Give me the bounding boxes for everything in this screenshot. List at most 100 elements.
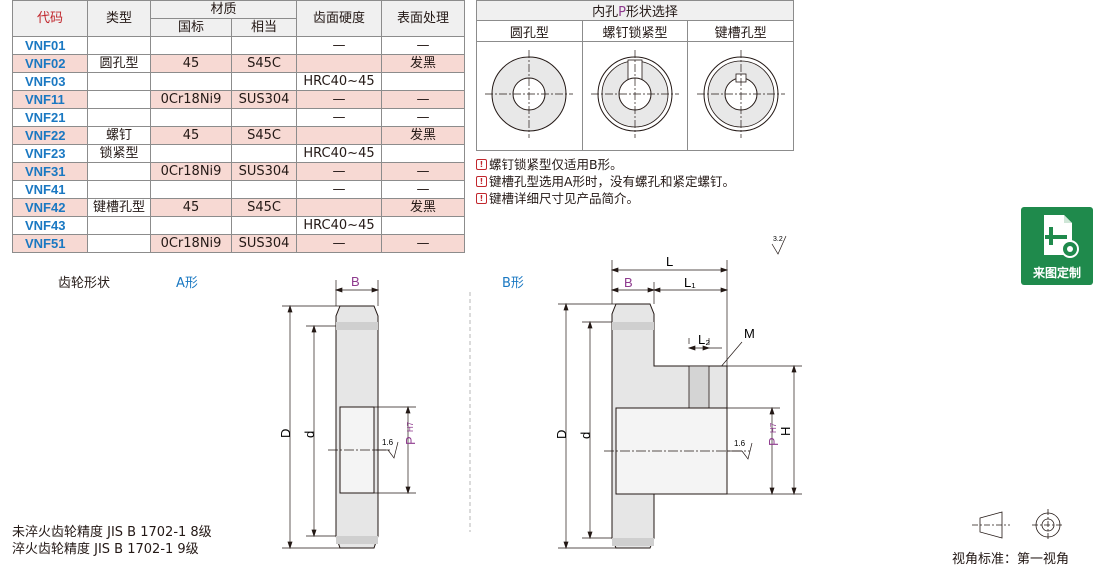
product-code: VNF42	[12, 198, 88, 217]
hole-shape-table: 内孔P形状选择 圆孔型 螺钉锁紧型 键槽孔型	[476, 0, 794, 151]
custom-drawing-button[interactable]: 来图定制	[1021, 207, 1093, 285]
material-equivalent	[231, 180, 297, 199]
header-code: 代码	[12, 0, 88, 37]
dim-b-b: B	[624, 275, 633, 290]
material-national: 0Cr18Ni9	[150, 162, 232, 181]
material-equivalent	[231, 144, 297, 163]
keyway-hole-drawing	[687, 41, 794, 151]
hole-shape-title: 内孔P形状选择	[476, 0, 794, 21]
material-national	[150, 216, 232, 235]
notes-list: !螺钉锁紧型仅适用B形。 !键槽孔型选用A形时，没有螺孔和紧定螺钉。 !键槽详细…	[476, 156, 735, 207]
shape-col-round: 圆孔型	[476, 20, 583, 42]
hardness-cell: HRC40~45	[296, 144, 382, 163]
form-a-drawing: B D d P H7 1.6	[278, 274, 418, 550]
product-code: VNF03	[12, 72, 88, 91]
product-code: VNF43	[12, 216, 88, 235]
hardness-cell: —	[296, 234, 382, 253]
dim-b-a: B	[351, 274, 360, 289]
surface-cell	[381, 72, 465, 91]
note-text: 键槽详细尺寸见产品简介。	[489, 191, 640, 206]
surface-cell: —	[381, 162, 465, 181]
hardness-cell: HRC40~45	[296, 216, 382, 235]
table-row: VNF21——	[12, 108, 465, 127]
type-cell	[87, 162, 151, 181]
form-a-label: A形	[176, 276, 198, 291]
material-equivalent: SUS304	[231, 90, 297, 109]
surface-cell: —	[381, 108, 465, 127]
note-text: 键槽孔型选用A形时，没有螺孔和紧定螺钉。	[489, 174, 736, 189]
roughness-a: 1.6	[382, 438, 394, 447]
product-code: VNF21	[12, 108, 88, 127]
hardness-cell	[296, 126, 382, 145]
hardness-cell: —	[296, 180, 382, 199]
screw-lock-drawing	[581, 41, 689, 151]
type-cell	[87, 216, 151, 235]
material-equivalent	[231, 216, 297, 235]
warning-icon: !	[476, 176, 487, 187]
product-code: VNF41	[12, 180, 88, 199]
material-national: 0Cr18Ni9	[150, 90, 232, 109]
material-equivalent	[231, 108, 297, 127]
header-national: 国标	[150, 18, 232, 37]
material-equivalent: S45C	[231, 126, 297, 145]
roughness-symbol-icon: 3.2	[771, 235, 787, 255]
type-cell	[87, 108, 151, 127]
type-cell: 螺钉	[87, 126, 151, 145]
header-equivalent: 相当	[231, 18, 297, 37]
surface-cell: —	[381, 180, 465, 199]
dim-h7-b: H7	[769, 422, 778, 433]
surface-cell	[381, 144, 465, 163]
hole-shape-title-post: 形状选择	[625, 5, 678, 20]
footer-notes: 未淬火齿轮精度 JIS B 1702-1 8级 淬火齿轮精度 JIS B 170…	[12, 524, 212, 558]
divider	[469, 292, 471, 532]
material-equivalent: S45C	[231, 198, 297, 217]
material-national	[150, 108, 232, 127]
dim-p-a: P	[403, 436, 418, 445]
warning-icon: !	[476, 159, 487, 170]
product-code: VNF01	[12, 36, 88, 55]
dim-p-b: P	[766, 437, 781, 446]
form-b-drawing: B L L₁ L₂ M D d P H7 H 1.6	[554, 254, 802, 550]
material-national: 45	[150, 54, 232, 73]
material-national: 0Cr18Ni9	[150, 234, 232, 253]
dim-m: M	[744, 326, 755, 341]
header-type: 类型	[87, 0, 151, 37]
type-cell	[87, 72, 151, 91]
first-angle-projection-icon	[972, 509, 1064, 541]
header-surface: 表面处理	[381, 0, 465, 37]
product-code: VNF11	[12, 90, 88, 109]
shape-col-key: 键槽孔型	[687, 20, 794, 42]
surface-cell: 发黑	[381, 198, 465, 217]
hardness-cell: —	[296, 36, 382, 55]
dim-d-large-a: D	[278, 429, 293, 438]
material-national	[150, 180, 232, 199]
dim-l: L	[666, 254, 673, 269]
product-code: VNF23	[12, 144, 88, 163]
product-code: VNF22	[12, 126, 88, 145]
material-national: 45	[150, 198, 232, 217]
hardness-cell	[296, 54, 382, 73]
product-code: VNF02	[12, 54, 88, 73]
gear-shape-label: 齿轮形状	[58, 276, 111, 291]
footer-note: 未淬火齿轮精度 JIS B 1702-1 8级	[12, 525, 212, 540]
shape-col-screw: 螺钉锁紧型	[581, 20, 689, 42]
surface-cell: —	[381, 36, 465, 55]
type-cell	[87, 90, 151, 109]
dim-d-large-b: D	[554, 430, 569, 439]
hardness-cell	[296, 198, 382, 217]
product-code: VNF31	[12, 162, 88, 181]
surface-cell	[381, 216, 465, 235]
surface-cell: —	[381, 234, 465, 253]
material-equivalent	[231, 36, 297, 55]
round-hole-drawing	[476, 41, 583, 151]
hardness-cell: HRC40~45	[296, 72, 382, 91]
surface-cell: 发黑	[381, 126, 465, 145]
hole-shape-title-pre: 内孔	[592, 5, 619, 20]
header-material: 材质	[150, 0, 297, 19]
product-code: VNF51	[12, 234, 88, 253]
surface-cell: —	[381, 90, 465, 109]
dim-l1: L₁	[684, 275, 696, 290]
